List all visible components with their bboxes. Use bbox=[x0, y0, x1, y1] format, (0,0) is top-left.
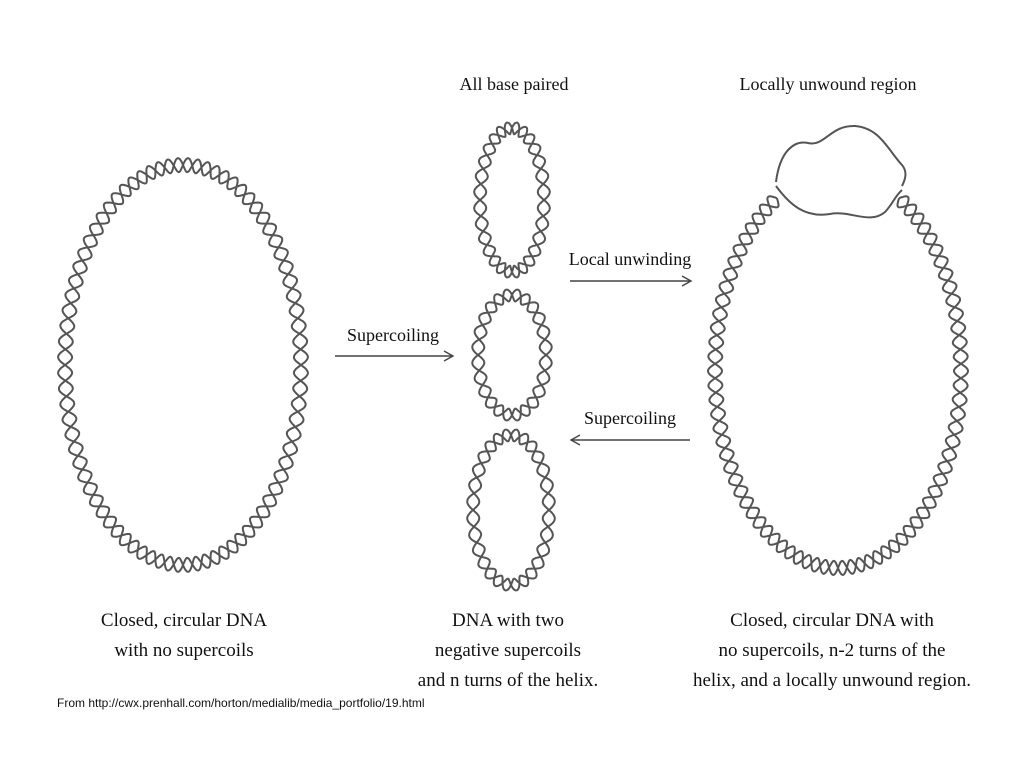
center-lobe-middle-strand-1 bbox=[471, 288, 553, 422]
arrow-local-unwinding bbox=[570, 275, 693, 287]
arrow-supercoiling-right bbox=[569, 434, 690, 446]
arrow-supercoiling-left bbox=[335, 350, 455, 362]
source-citation: From http://cwx.prenhall.com/horton/medi… bbox=[57, 696, 425, 710]
label-all-base-paired: All base paired bbox=[460, 74, 569, 94]
unwound-strand-bottom bbox=[775, 185, 903, 219]
caption-left-line-1: Closed, circular DNA bbox=[101, 610, 267, 631]
caption-right: Closed, circular DNA with no supercoils,… bbox=[693, 610, 971, 691]
caption-center-line-1: DNA with two bbox=[452, 610, 564, 631]
right-circular-dna-strand-2 bbox=[706, 195, 969, 576]
unwound-strand-top bbox=[775, 124, 907, 187]
center-lobe-top bbox=[473, 121, 551, 279]
caption-right-line-3: helix, and a locally unwound region. bbox=[693, 670, 971, 691]
caption-left-line-2: with no supercoils bbox=[114, 640, 253, 661]
right-circular-dna bbox=[706, 195, 970, 576]
label-supercoiling-left: Supercoiling bbox=[347, 325, 439, 345]
label-locally-unwound-region: Locally unwound region bbox=[740, 74, 917, 94]
caption-center-line-2: negative supercoils bbox=[435, 640, 581, 661]
caption-right-line-1: Closed, circular DNA with bbox=[730, 610, 934, 631]
center-lobe-top-strand-2 bbox=[473, 121, 551, 279]
label-local-unwinding: Local unwinding bbox=[569, 249, 691, 269]
label-supercoiling-right: Supercoiling bbox=[584, 408, 676, 428]
left-circular-dna bbox=[57, 157, 309, 573]
left-circular-dna-strand-1 bbox=[57, 157, 309, 573]
caption-center: DNA with two negative supercoils and n t… bbox=[418, 610, 598, 691]
caption-left: Closed, circular DNA with no supercoils bbox=[101, 610, 267, 661]
center-lobe-bottom-strand-2 bbox=[466, 428, 556, 592]
center-lobe-bottom bbox=[466, 428, 556, 592]
unwound-bubble bbox=[775, 124, 907, 219]
left-circular-dna-strand-2 bbox=[57, 157, 309, 573]
center-lobe-middle bbox=[471, 288, 553, 422]
caption-center-line-3: and n turns of the helix. bbox=[418, 670, 598, 691]
caption-right-line-2: no supercoils, n-2 turns of the bbox=[719, 640, 946, 661]
center-lobe-middle-strand-2 bbox=[471, 288, 553, 422]
